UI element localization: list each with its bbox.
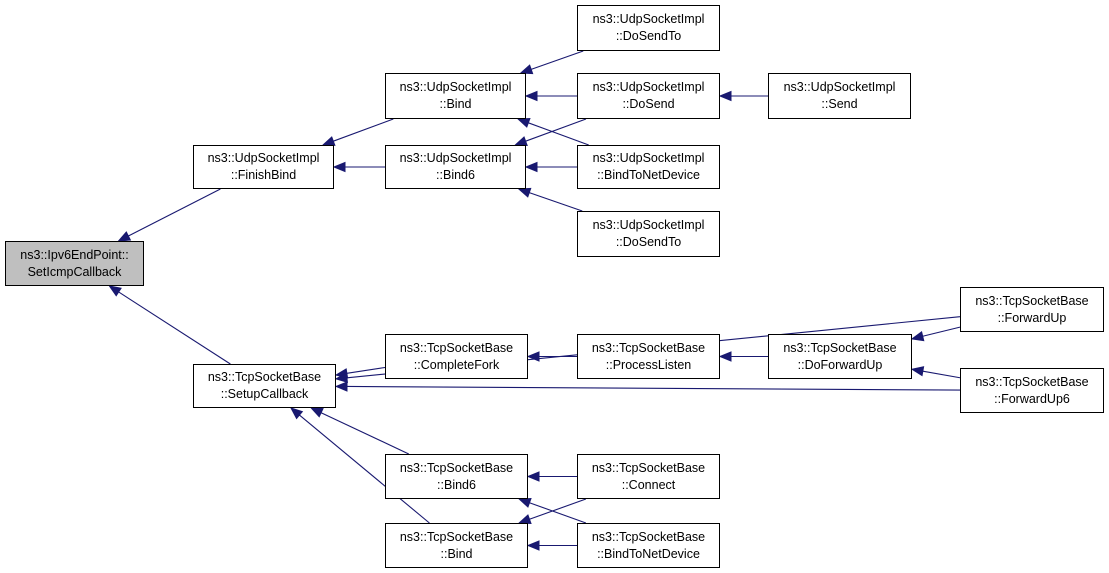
node-line1: ns3::TcpSocketBase bbox=[399, 529, 514, 544]
arrowhead-icon bbox=[516, 118, 531, 128]
node-udpsocketimpl-dosend[interactable]: ns3::UdpSocketImpl ::DoSend bbox=[577, 73, 720, 119]
node-line2: ::DoForwardUp bbox=[797, 357, 883, 372]
node-line1: ns3::UdpSocketImpl bbox=[592, 218, 705, 232]
node-udpsocketimpl-bindtonetdevice[interactable]: ns3::UdpSocketImpl ::BindToNetDevice bbox=[577, 145, 720, 189]
node-line1: ns3::UdpSocketImpl bbox=[592, 151, 705, 165]
arrowhead-icon bbox=[526, 351, 540, 362]
node-line1: ns3::UdpSocketImpl bbox=[592, 12, 705, 26]
node-line1: ns3::TcpSocketBase bbox=[207, 370, 322, 384]
node-line1: ns3::UdpSocketImpl bbox=[783, 80, 896, 94]
node-line2: ::Send bbox=[821, 97, 858, 111]
edge-udp_dosendto_a-to-udp_bind bbox=[530, 50, 584, 70]
arrowhead-icon bbox=[524, 161, 538, 173]
edge-tcp_forwardup6-to-tcp_doforwardup bbox=[922, 370, 961, 379]
node-line2: ::Bind6 bbox=[436, 168, 475, 182]
node-line2: ::ForwardUp6 bbox=[994, 391, 1070, 406]
arrowhead-icon bbox=[519, 64, 534, 75]
node-line2: ::DoSendTo bbox=[615, 235, 682, 249]
node-line1: ns3::TcpSocketBase bbox=[783, 340, 897, 355]
node-line1: ns3::TcpSocketBase bbox=[399, 460, 514, 475]
edge-udp_dosendto_b-to-udp_bind6 bbox=[529, 192, 583, 212]
node-line2: ::Bind6 bbox=[437, 477, 476, 492]
arrowhead-icon bbox=[718, 351, 732, 362]
node-line1: ns3::UdpSocketImpl bbox=[399, 151, 512, 165]
arrowhead-icon bbox=[910, 331, 925, 342]
node-line1: ns3::TcpSocketBase bbox=[975, 293, 1089, 308]
node-udpsocketimpl-dosendto-2[interactable]: ns3::UdpSocketImpl ::DoSendTo bbox=[577, 211, 720, 257]
node-line2: ::BindToNetDevice bbox=[597, 546, 700, 561]
arrowhead-icon bbox=[108, 285, 122, 297]
edge-tcp_bind-to-tcp_setupcb bbox=[299, 414, 430, 524]
edge-tcp_bindtonet-to-tcp_bind6 bbox=[529, 502, 587, 524]
node-tcpsocketbase-connect[interactable]: ns3::TcpSocketBase ::Connect bbox=[577, 454, 720, 499]
arrowhead-icon bbox=[524, 90, 538, 102]
node-line2: ::ProcessListen bbox=[605, 357, 692, 372]
node-line2: SetIcmpCallback bbox=[27, 264, 122, 279]
arrowhead-icon bbox=[309, 407, 324, 418]
node-tcpsocketbase-bind6[interactable]: ns3::TcpSocketBase ::Bind6 bbox=[385, 454, 528, 499]
node-line2: ::SetupCallback bbox=[220, 387, 309, 401]
arrowhead-icon bbox=[526, 540, 540, 551]
node-line2: ::Bind bbox=[439, 97, 472, 111]
node-line1: ns3::UdpSocketImpl bbox=[592, 80, 705, 94]
node-tcpsocketbase-forwardup[interactable]: ns3::TcpSocketBase ::ForwardUp bbox=[960, 287, 1104, 332]
node-udpsocketimpl-bind6[interactable]: ns3::UdpSocketImpl ::Bind6 bbox=[385, 145, 526, 189]
node-line1: ns3::Ipv6EndPoint:: bbox=[20, 247, 129, 262]
edge-tcp_bind6-to-tcp_setupcb bbox=[320, 412, 409, 455]
node-line2: ::BindToNetDevice bbox=[597, 168, 700, 182]
node-line1: ns3::TcpSocketBase bbox=[399, 340, 514, 355]
edge-tcp_completefork-to-tcp_setupcb bbox=[346, 366, 386, 374]
arrowhead-icon bbox=[334, 372, 348, 383]
node-line2: ::ForwardUp bbox=[997, 310, 1067, 325]
node-line2: ::FinishBind bbox=[230, 168, 297, 182]
node-udpsocketimpl-bind[interactable]: ns3::UdpSocketImpl ::Bind bbox=[385, 73, 526, 119]
edge-tcp_forwardup6-to-tcp_setupcb bbox=[346, 385, 961, 391]
arrowhead-icon bbox=[289, 407, 304, 420]
arrowhead-icon bbox=[517, 187, 532, 198]
node-udpsocketimpl-send[interactable]: ns3::UdpSocketImpl ::Send bbox=[768, 73, 911, 119]
arrowhead-icon bbox=[718, 90, 732, 102]
node-line1: ns3::TcpSocketBase bbox=[591, 340, 706, 355]
arrowhead-icon bbox=[517, 497, 532, 508]
edge-udp_bind-to-udp_finishbind bbox=[333, 118, 394, 142]
edge-udp_dosend-to-udp_bind6 bbox=[525, 118, 587, 142]
arrowhead-icon bbox=[117, 231, 132, 242]
node-tcpsocketbase-bind[interactable]: ns3::TcpSocketBase ::Bind bbox=[385, 523, 528, 568]
node-tcpsocketbase-setupcallback[interactable]: ns3::TcpSocketBase ::SetupCallback bbox=[193, 364, 336, 408]
node-line2: ::Bind bbox=[440, 546, 473, 561]
node-line1: ns3::UdpSocketImpl bbox=[399, 80, 512, 94]
node-line1: ns3::TcpSocketBase bbox=[975, 374, 1089, 389]
node-line1: ns3::TcpSocketBase bbox=[591, 529, 706, 544]
arrowhead-icon bbox=[332, 161, 346, 173]
node-ipv6endpoint-seticmpcallback: ns3::Ipv6EndPoint:: SetIcmpCallback bbox=[5, 241, 144, 286]
edge-tcp_setupcb-to-root bbox=[118, 291, 231, 365]
arrowhead-icon bbox=[334, 381, 348, 392]
node-tcpsocketbase-processlisten[interactable]: ns3::TcpSocketBase ::ProcessListen bbox=[577, 334, 720, 379]
node-tcpsocketbase-bindtonetdevice[interactable]: ns3::TcpSocketBase ::BindToNetDevice bbox=[577, 523, 720, 568]
node-line2: ::DoSendTo bbox=[615, 29, 682, 43]
node-line2: ::CompleteFork bbox=[413, 357, 500, 372]
node-tcpsocketbase-forwardup6[interactable]: ns3::TcpSocketBase ::ForwardUp6 bbox=[960, 368, 1104, 413]
edge-udp_bindtonet-to-udp_bind bbox=[528, 122, 589, 146]
node-udpsocketimpl-finishbind[interactable]: ns3::UdpSocketImpl ::FinishBind bbox=[193, 145, 334, 189]
edge-tcp_forwardup-to-tcp_doforwardup bbox=[922, 326, 961, 337]
node-udpsocketimpl-dosendto[interactable]: ns3::UdpSocketImpl ::DoSendTo bbox=[577, 5, 720, 51]
node-line1: ns3::TcpSocketBase bbox=[591, 460, 706, 475]
node-tcpsocketbase-doforwardup[interactable]: ns3::TcpSocketBase ::DoForwardUp bbox=[768, 334, 912, 379]
arrowhead-icon bbox=[910, 366, 925, 377]
node-tcpsocketbase-completefork[interactable]: ns3::TcpSocketBase ::CompleteFork bbox=[385, 334, 528, 379]
edge-udp_finishbind-to-root bbox=[128, 188, 221, 237]
node-line2: ::Connect bbox=[621, 477, 676, 492]
edge-tcp_connect-to-tcp_bind bbox=[529, 498, 587, 520]
arrowhead-icon bbox=[526, 471, 540, 482]
node-line2: ::DoSend bbox=[622, 97, 675, 111]
node-line1: ns3::UdpSocketImpl bbox=[207, 151, 320, 165]
